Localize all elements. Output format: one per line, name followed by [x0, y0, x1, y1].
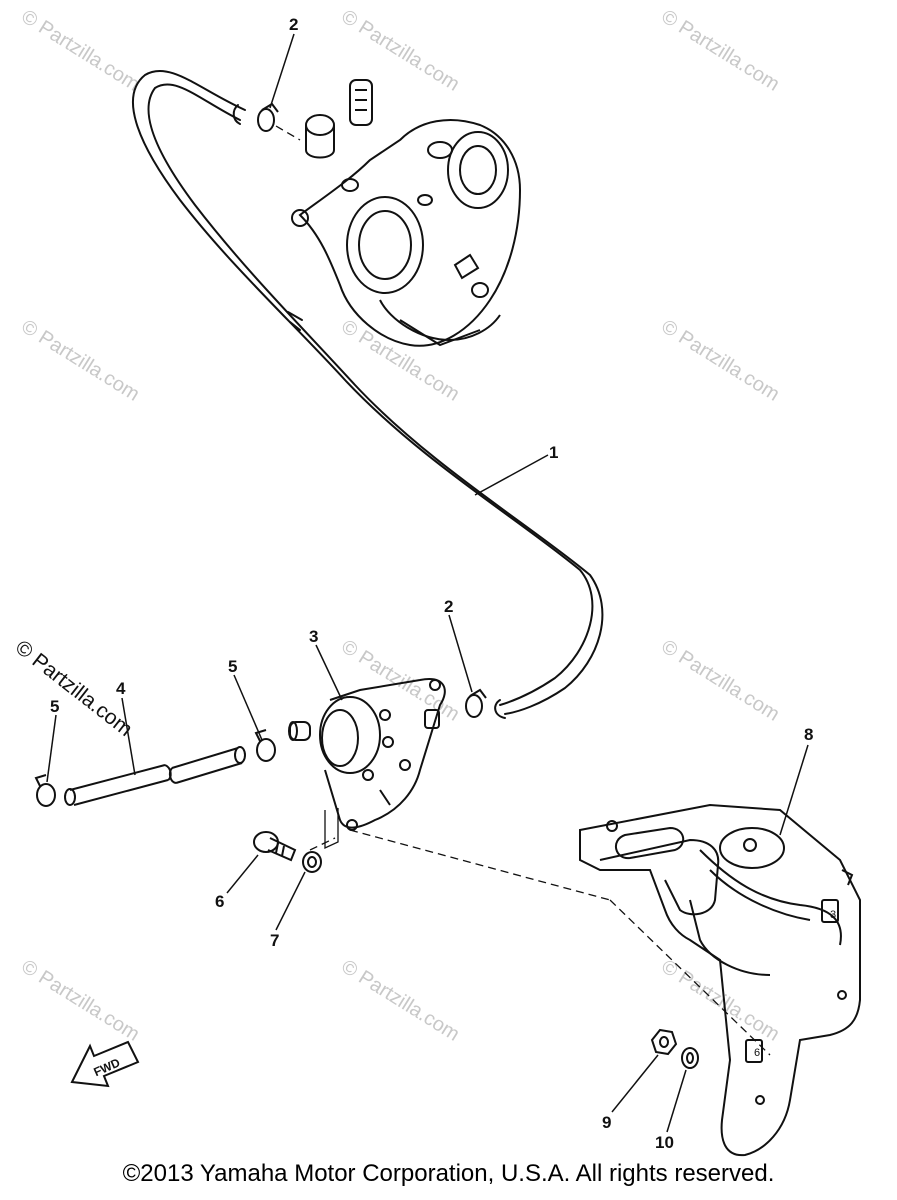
bracket-part-8: 3 6 [579, 803, 861, 1157]
watermark-text: © Partzilla.com [337, 6, 463, 96]
fuel-hose-part-1 [131, 69, 604, 719]
callout-labels: 1 2 2 3 4 5 5 6 7 8 9 10 [50, 15, 813, 1152]
watermark-text: © Partzilla.com [17, 956, 143, 1046]
leader-lines [46, 33, 809, 1133]
callout-4: 4 [116, 679, 126, 698]
hose-clip-center [254, 729, 276, 762]
callout-9: 9 [602, 1113, 611, 1132]
bolt-part-6 [253, 831, 297, 862]
bracket-tab-lower-label: 6 [754, 1047, 760, 1059]
callout-8: 8 [804, 725, 813, 744]
assembly-lines [275, 125, 771, 1056]
carburetor [291, 79, 522, 347]
watermark-text: © Partzilla.com [337, 636, 463, 726]
callout-10: 10 [655, 1133, 674, 1152]
callout-7: 7 [270, 931, 279, 950]
watermark-text: © Partzilla.com [17, 316, 143, 406]
callout-3: 3 [309, 627, 318, 646]
watermark-text: © Partzilla.com [657, 636, 783, 726]
watermark-text: © Partzilla.com [17, 6, 143, 96]
copyright-notice: ©2013 Yamaha Motor Corporation, U.S.A. A… [122, 1160, 775, 1187]
hose-clip-left [34, 774, 56, 807]
callout-1: 1 [549, 443, 558, 462]
watermark-text: © Partzilla.com [657, 6, 783, 96]
bracket-tab-upper-label: 3 [830, 909, 836, 921]
hose-clip-top [257, 102, 279, 132]
callout-5-left: 5 [50, 697, 59, 716]
short-hose-part-4 [64, 746, 246, 806]
callout-5-mid: 5 [228, 657, 237, 676]
watermark-text: © Partzilla.com [657, 316, 783, 406]
callout-2-mid: 2 [444, 597, 453, 616]
callout-2-top: 2 [289, 15, 298, 34]
callout-6: 6 [215, 892, 224, 911]
watermark-layer: © Partzilla.com © Partzilla.com © Partzi… [17, 6, 783, 1046]
washer-part-7 [302, 851, 322, 873]
assembly-bracket-lines [324, 808, 339, 850]
nut-part-9 [650, 1028, 678, 1056]
fuel-cock-part-3 [288, 678, 446, 831]
hose-clip-mid [465, 688, 487, 718]
watermark-text: © Partzilla.com [337, 956, 463, 1046]
washer-part-10 [681, 1047, 699, 1069]
fwd-arrow-icon: FWD [70, 1040, 140, 1088]
